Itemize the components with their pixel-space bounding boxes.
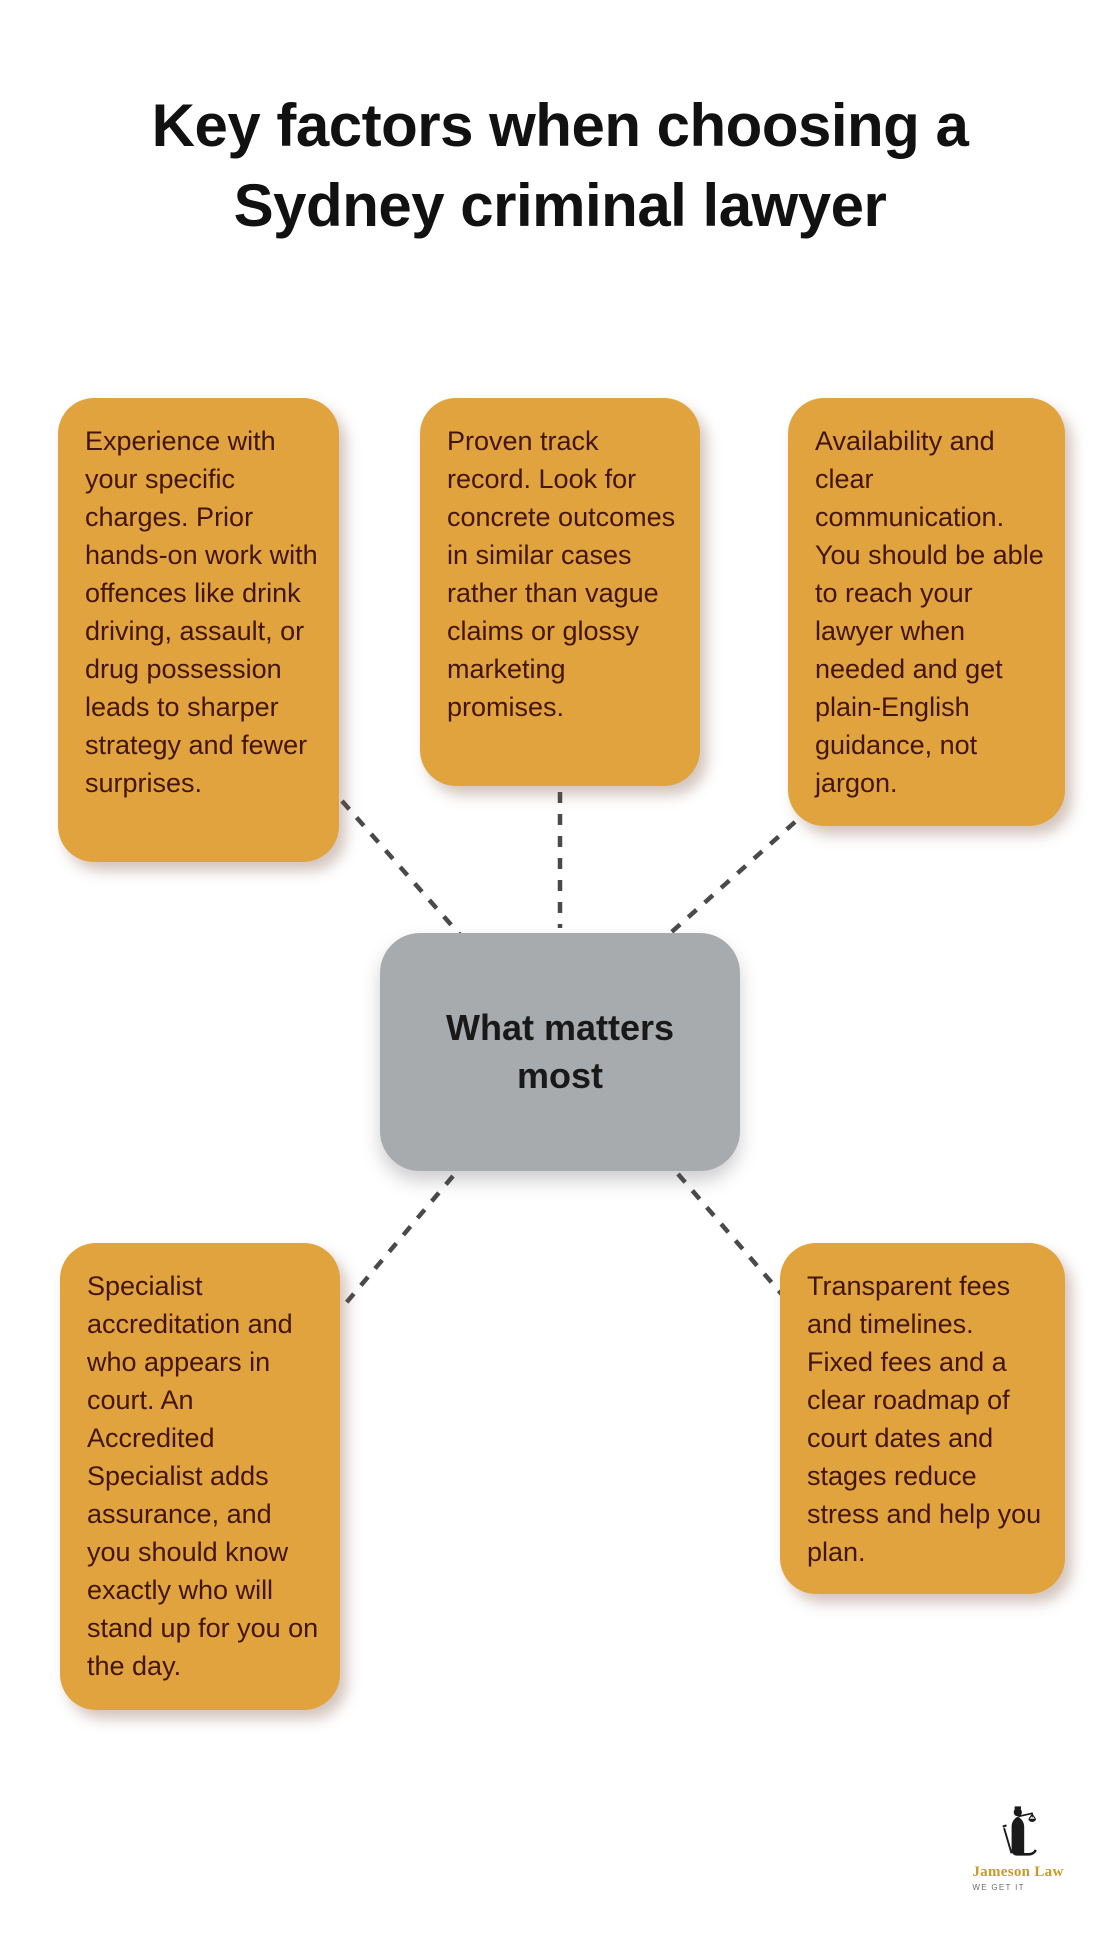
- factor-box-accreditation: Specialist accreditation and who appears…: [60, 1243, 340, 1710]
- logo-text-block: Jameson Law WE GET IT: [972, 1864, 1063, 1892]
- connector-accreditation: [339, 1174, 455, 1311]
- lady-justice-icon: [1002, 1806, 1037, 1856]
- factor-box-availability: Availability and clear communication. Yo…: [788, 398, 1065, 826]
- factor-box-experience: Experience with your specific charges. P…: [58, 398, 339, 862]
- page-title: Key factors when choosing a Sydney crimi…: [0, 86, 1120, 246]
- connector-fees: [676, 1172, 787, 1300]
- jameson-law-logo: Jameson Law WE GET IT: [962, 1806, 1074, 1892]
- connector-experience: [340, 799, 463, 938]
- factor-text-availability: Availability and clear communication. Yo…: [815, 426, 1044, 798]
- logo-tagline: WE GET IT: [972, 1883, 1025, 1892]
- factor-box-fees: Transparent fees and timelines. Fixed fe…: [780, 1243, 1065, 1594]
- factor-text-track-record: Proven track record. Look for concrete o…: [447, 426, 676, 722]
- page-title-line2: Sydney criminal lawyer: [233, 172, 887, 239]
- factor-text-fees: Transparent fees and timelines. Fixed fe…: [807, 1271, 1042, 1567]
- connector-availability: [664, 820, 797, 939]
- factor-box-track-record: Proven track record. Look for concrete o…: [420, 398, 700, 786]
- factor-text-experience: Experience with your specific charges. P…: [85, 426, 318, 798]
- logo-brand-name: Jameson Law: [972, 1864, 1064, 1880]
- center-node-label: What matters most: [445, 1007, 675, 1096]
- page-title-line1: Key factors when choosing a: [151, 92, 969, 159]
- factor-text-accreditation: Specialist accreditation and who appears…: [87, 1271, 319, 1681]
- center-node: What matters most: [380, 933, 740, 1171]
